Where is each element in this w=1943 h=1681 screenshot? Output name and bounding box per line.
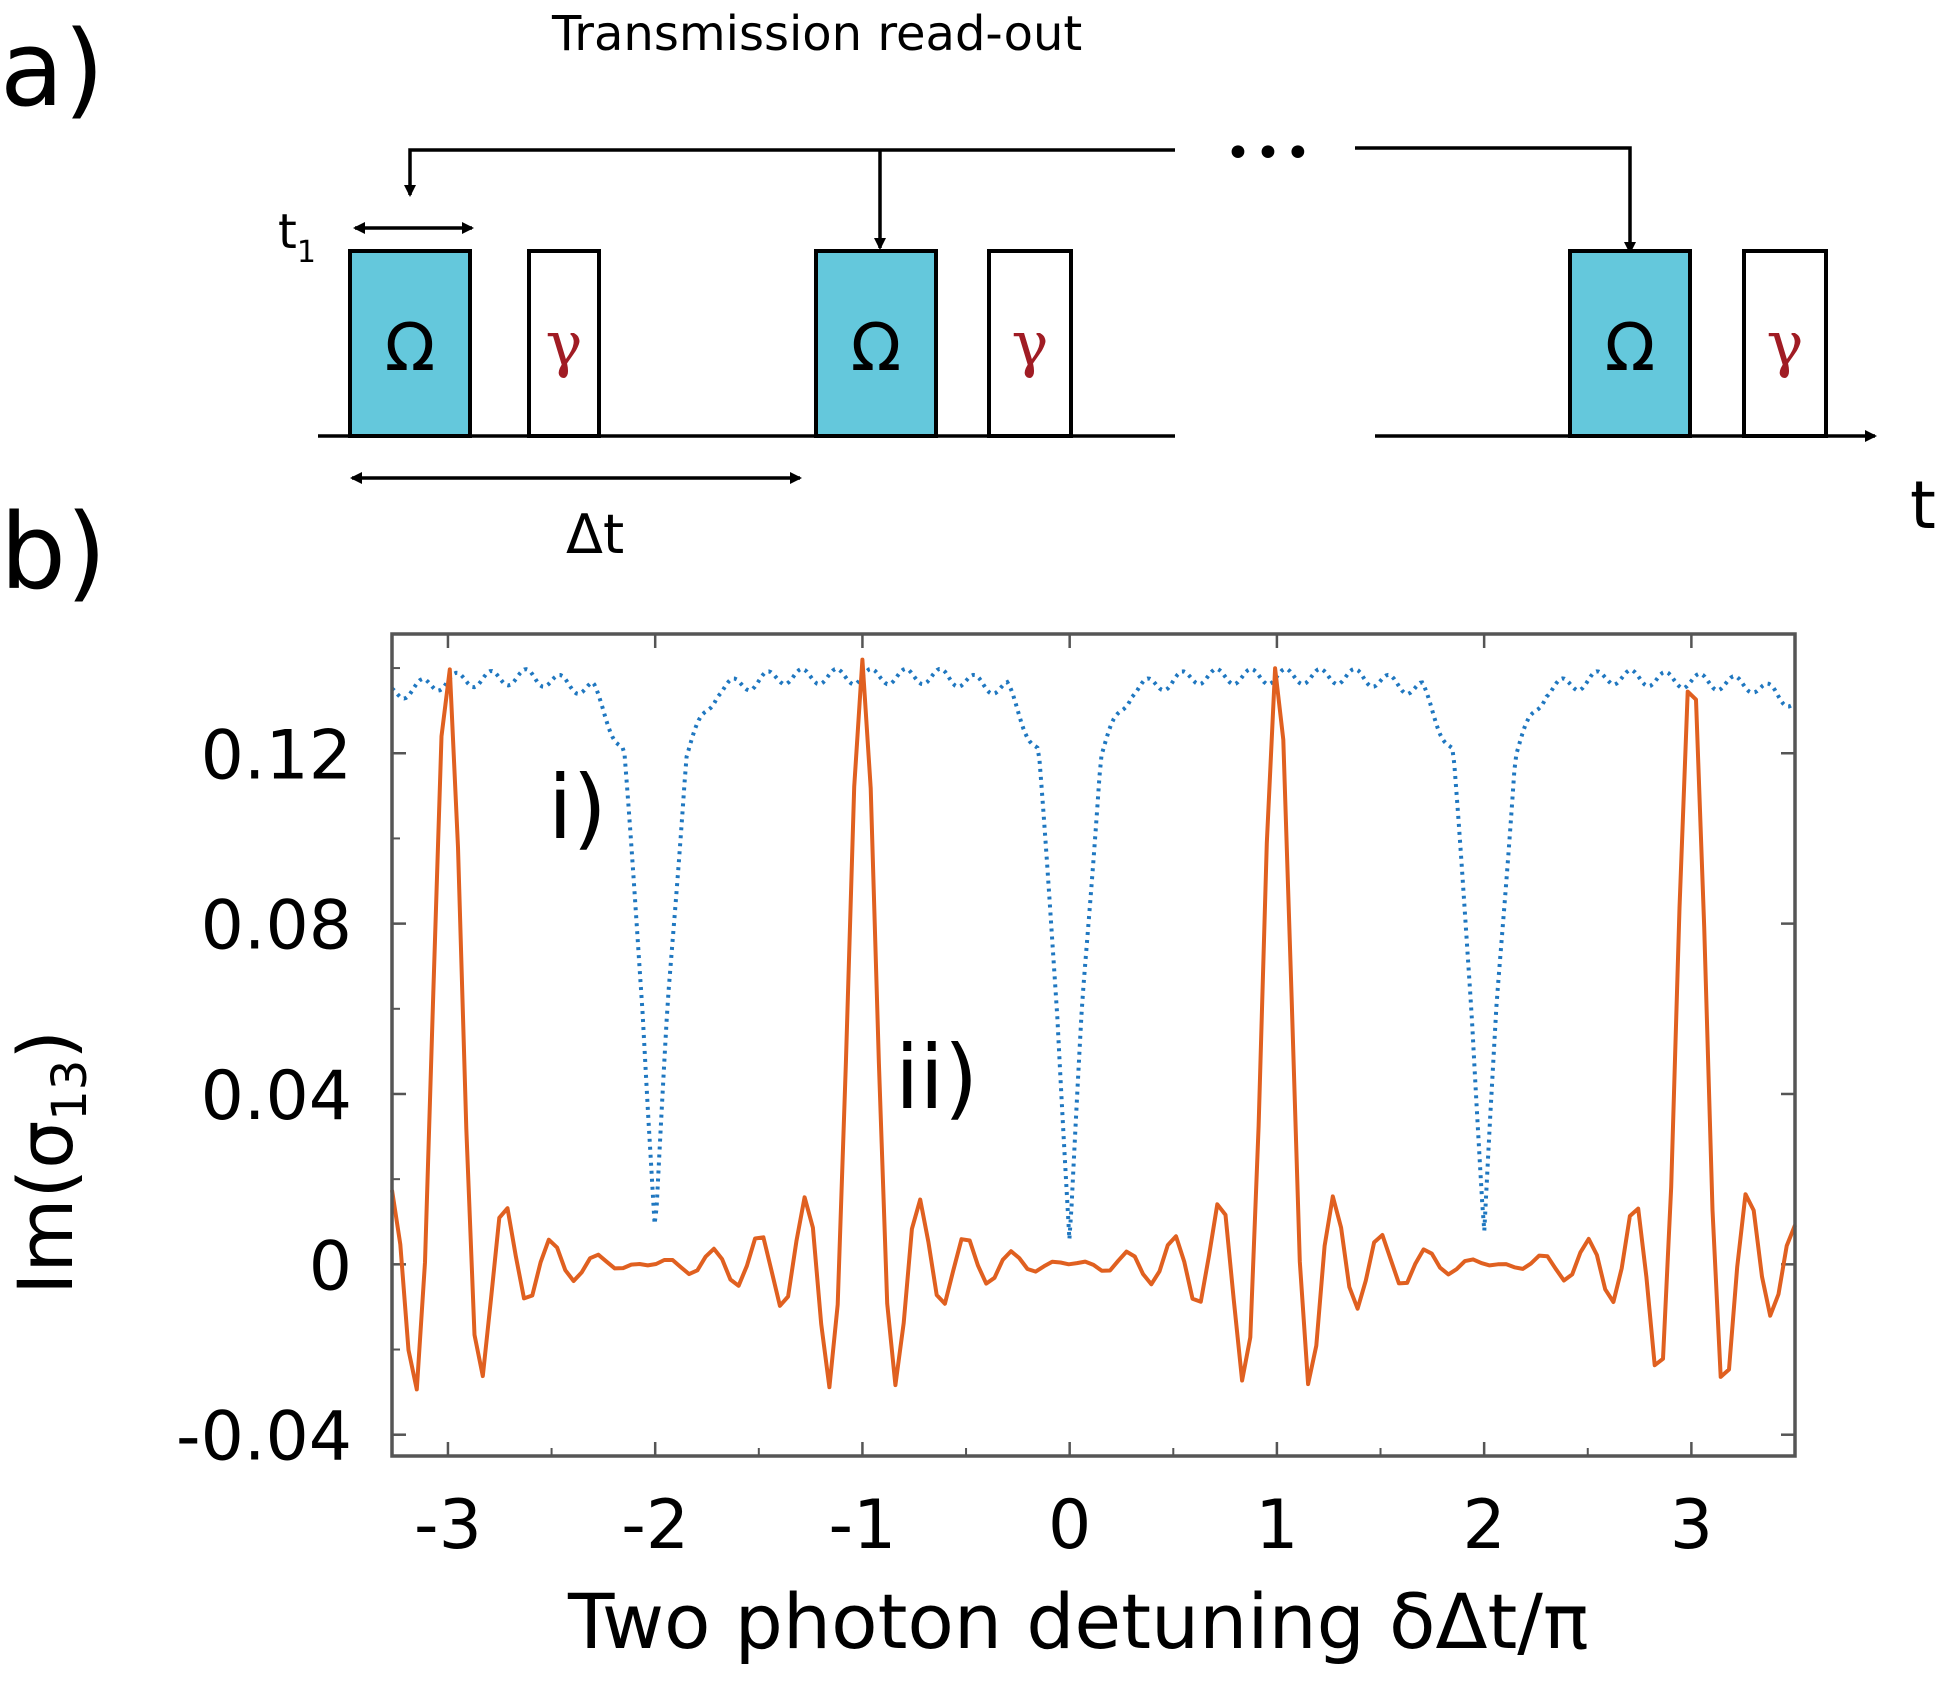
gamma-symbol-1: γ	[545, 307, 582, 380]
series-i-dotted-line	[390, 666, 1797, 1240]
ellipsis: •••	[1225, 128, 1315, 179]
omega-symbol-3: Ω	[1605, 309, 1655, 386]
t1-label-main: t	[278, 204, 297, 260]
t1-label-sub: 1	[297, 235, 316, 270]
series-ii-line	[390, 657, 1797, 1392]
y-axis-label-close: )	[1, 1030, 90, 1060]
gamma-symbol-3: γ	[1766, 307, 1803, 380]
x-tick-label: 1	[1255, 1486, 1298, 1565]
x-tick-label: 2	[1463, 1486, 1506, 1565]
panel-a: a) Transmission read-out ••• Ω γ Ω γ Ω γ…	[0, 6, 1936, 566]
x-tick-label: -2	[621, 1486, 689, 1565]
x-tick-label: 3	[1670, 1486, 1713, 1565]
x-tick-label: -3	[414, 1486, 482, 1565]
readout-title: Transmission read-out	[551, 6, 1082, 62]
readout-arrow-first	[404, 148, 1175, 197]
y-tick-label: 0.08	[201, 887, 352, 966]
y-axis-label: Im(σ13)	[1, 1030, 98, 1295]
y-axis-label-sub: 13	[42, 1060, 98, 1121]
omega-pulse-2	[814, 249, 938, 438]
panel-a-label: a)	[0, 8, 104, 130]
x-tick-label: -1	[829, 1486, 897, 1565]
omega-pulse-1	[348, 249, 472, 438]
gamma-pulse-3	[1742, 249, 1828, 438]
x-axis-label: Two photon detuning δΔt/π	[567, 1577, 1589, 1666]
delta-t-label: Δt	[566, 503, 624, 566]
y-axis-label-main: Im(σ	[1, 1121, 90, 1295]
y-tick-labels: -0.04 0 0.04 0.08 0.12	[176, 716, 352, 1476]
readout-arrow-last	[1355, 146, 1636, 254]
y-tick-label: 0.04	[201, 1057, 352, 1136]
y-tick-label: -0.04	[176, 1398, 352, 1477]
x-tick-label: 0	[1048, 1486, 1091, 1565]
y-tick-label: 0	[309, 1227, 352, 1306]
omega-symbol-2: Ω	[851, 309, 901, 386]
panel-b-label: b)	[0, 491, 107, 613]
plot-frame	[390, 632, 1797, 1458]
gamma-symbol-2: γ	[1011, 307, 1048, 380]
y-tick-label: 0.12	[201, 716, 352, 795]
annotation-ii: ii)	[895, 1026, 978, 1129]
gamma-pulse-1	[527, 249, 601, 438]
series-ii-solid-line	[390, 657, 1797, 1392]
omega-pulse-3	[1568, 249, 1692, 438]
annotation-i: i)	[548, 756, 607, 859]
gamma-pulse-2	[987, 249, 1073, 438]
time-axis-label: t	[1910, 467, 1936, 544]
series-i-line	[390, 666, 1797, 1240]
x-tick-labels: -3 -2 -1 0 1 2 3	[414, 1486, 1713, 1565]
omega-symbol-1: Ω	[385, 309, 435, 386]
t1-label: t1	[278, 204, 316, 270]
